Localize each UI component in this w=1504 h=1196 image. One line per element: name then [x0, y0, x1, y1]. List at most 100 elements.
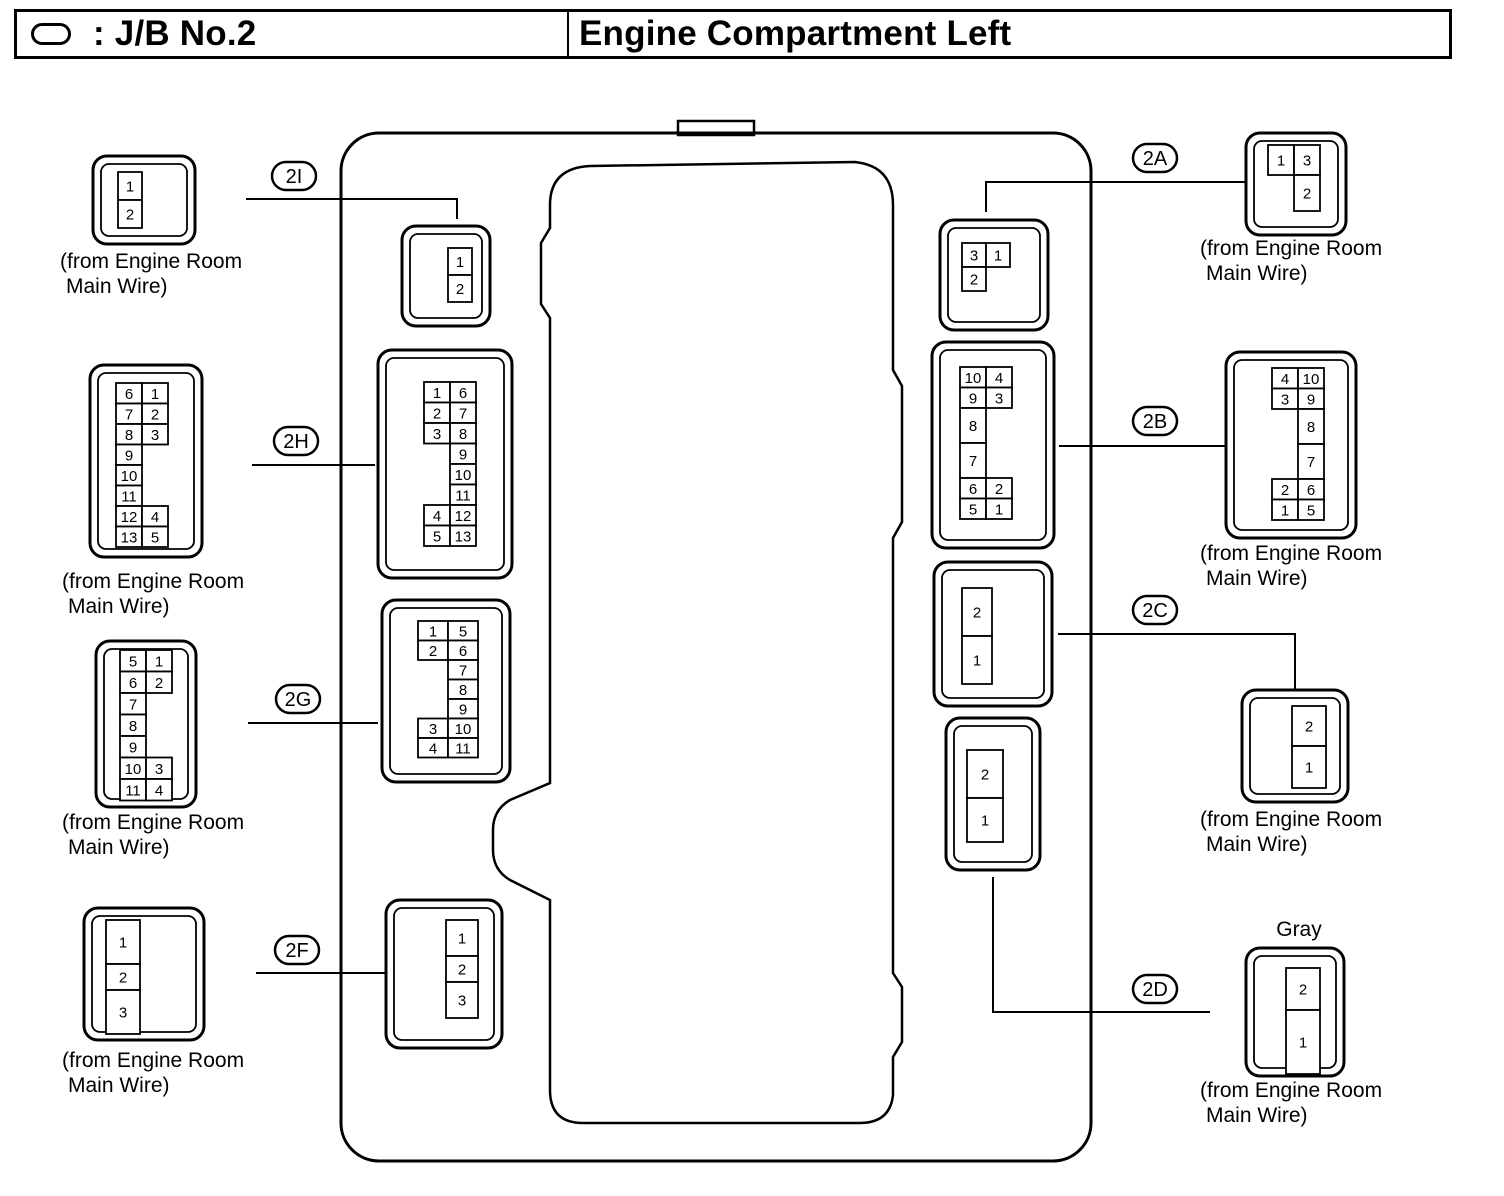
pin-number: 2	[119, 970, 127, 987]
caption-line-1: (from Engine Room	[62, 1049, 244, 1072]
pin-cell	[961, 242, 987, 268]
badge-label: 2D	[1142, 979, 1168, 1001]
pin-number: 6	[969, 481, 977, 498]
connector-inner-wall	[939, 349, 1047, 541]
connector-inner-wall	[409, 233, 483, 319]
caption-line-2: Main Wire)	[68, 836, 170, 859]
pin-cell	[985, 242, 1011, 268]
pin-number: 12	[455, 508, 472, 525]
pin-number: 2	[1299, 982, 1307, 999]
pin-cell	[145, 670, 173, 694]
connector-inner-wall	[393, 907, 495, 1041]
pin-number: 12	[121, 509, 138, 526]
wire-connector-2F: 123	[82, 906, 206, 1042]
pin-cell	[1297, 498, 1325, 521]
pin-number: 2	[155, 675, 163, 692]
connector-inner-wall	[947, 227, 1041, 323]
badge-label: 2C	[1142, 600, 1168, 622]
pin-number: 6	[459, 643, 467, 660]
jb-connector-2I: 12	[400, 224, 492, 328]
connector-inner-wall	[97, 372, 195, 550]
pin-number: 9	[459, 446, 467, 463]
badge-oval	[272, 425, 320, 457]
pin-number: 3	[155, 761, 163, 778]
pin-number: 9	[125, 447, 133, 464]
pin-cell	[1293, 174, 1321, 212]
pin-cell	[961, 266, 987, 292]
connector-badge-2B: 2B	[1131, 405, 1179, 437]
pin-cell	[961, 587, 993, 637]
connector-housing	[376, 348, 514, 580]
pin-number: 2	[456, 281, 464, 298]
pin-cell	[1291, 745, 1327, 789]
pin-number: 8	[459, 682, 467, 699]
connector-badge-2C: 2C	[1131, 594, 1179, 626]
pin-number: 7	[129, 696, 137, 713]
pin-number: 1	[981, 813, 989, 830]
pin-cell	[445, 981, 479, 1019]
caption-line-1: (from Engine Room	[1200, 808, 1382, 831]
pin-number: 2	[970, 272, 978, 289]
pin-number: 3	[1303, 153, 1311, 170]
pin-number: 2	[981, 767, 989, 784]
pin-number: 5	[129, 653, 137, 670]
connector-inner-wall	[91, 915, 197, 1033]
leader-line-2I	[246, 198, 458, 219]
connector-inner-wall	[1253, 140, 1339, 228]
badge-label: 2I	[286, 166, 303, 188]
pin-number: 11	[121, 488, 137, 505]
pin-number: 7	[1307, 454, 1315, 471]
rounded-rectangle-icon	[31, 23, 71, 45]
pin-number: 1	[429, 623, 437, 640]
connector-color-note: Gray	[1276, 918, 1322, 941]
pin-number: 2	[429, 643, 437, 660]
pin-number: 1	[151, 386, 159, 403]
junction-block-cell: : J/B No.2	[17, 12, 569, 56]
connector-badge-2D: 2D	[1131, 973, 1179, 1005]
pin-number: 4	[151, 509, 159, 526]
connector-housing	[400, 224, 492, 328]
pin-number: 10	[455, 467, 472, 484]
pin-number: 3	[433, 426, 441, 443]
pin-number: 3	[119, 1005, 127, 1022]
location-cell: Engine Compartment Left	[569, 12, 1449, 56]
connector-inner-wall	[941, 569, 1045, 699]
caption-line-1: (from Engine Room	[62, 811, 244, 834]
pin-cell	[141, 423, 169, 446]
leader-line-2C	[1058, 633, 1296, 690]
pin-number: 1	[973, 653, 981, 670]
pin-number: 6	[125, 386, 133, 403]
pin-number: 4	[429, 740, 437, 757]
connector-housing	[932, 560, 1054, 708]
pin-number: 9	[969, 390, 977, 407]
badge-oval	[270, 160, 318, 192]
pin-number: 7	[459, 662, 467, 679]
jb-connector-2C: 21	[932, 560, 1054, 708]
pin-number: 5	[151, 529, 159, 546]
pin-cell	[959, 442, 987, 479]
pin-cell	[447, 274, 473, 303]
pin-number: 5	[969, 501, 977, 518]
pin-cell	[447, 737, 479, 759]
wire-connector-2I: 12	[91, 154, 197, 246]
pin-number: 2	[1305, 719, 1313, 736]
pin-number: 4	[1281, 371, 1289, 388]
pin-number: 10	[125, 761, 142, 778]
caption-line-1: (from Engine Room	[60, 250, 242, 273]
pin-number: 13	[455, 528, 472, 545]
pin-number: 4	[433, 508, 441, 525]
pin-cell	[117, 171, 143, 201]
pin-cell	[105, 919, 141, 965]
pin-cell	[961, 635, 993, 685]
pin-number: 3	[458, 993, 466, 1010]
badge-oval	[1131, 142, 1179, 174]
badge-label: 2B	[1143, 411, 1167, 433]
